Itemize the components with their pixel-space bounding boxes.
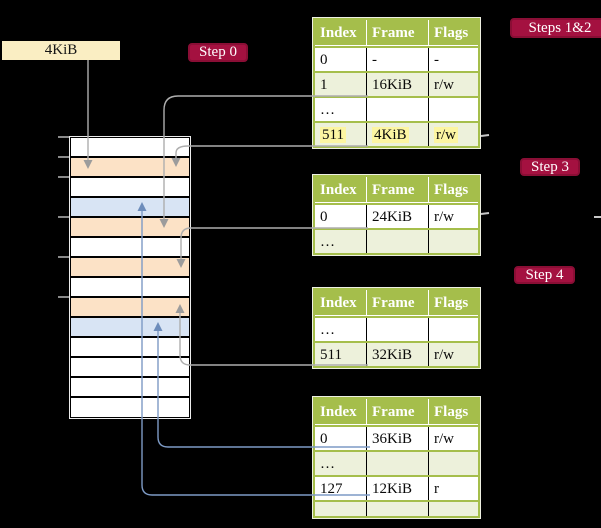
cell-flags: r/w: [429, 123, 478, 146]
cell-frame: 24KiB: [367, 205, 429, 228]
cell-index: 511: [315, 123, 367, 146]
table-row: …: [315, 228, 478, 253]
highlight-text: 4KiB: [372, 127, 409, 143]
memory-frame-row: [71, 198, 189, 218]
cell-flags: r: [434, 481, 439, 497]
cell-index: 0: [315, 205, 367, 228]
cell-frame: [367, 318, 429, 341]
memory-frame-row: [71, 278, 189, 298]
column-header-flags: Flags: [434, 295, 469, 311]
address-tick: [58, 256, 70, 258]
cell-index: …: [315, 230, 367, 253]
memory-frame-row: [71, 358, 189, 378]
cell-frame: -: [367, 48, 429, 71]
cell-frame: 16KiB: [367, 73, 429, 96]
table-header-row: Index Frame Flags: [315, 177, 478, 203]
memory-frame-row: [71, 258, 189, 278]
memory-frame-row: [71, 178, 189, 198]
memory-frame-row: [71, 238, 189, 258]
table-row: …: [315, 96, 478, 121]
memory-frame-row: [71, 158, 189, 178]
memory-frame-row: [71, 318, 189, 338]
column-header-index: Index: [315, 399, 367, 425]
address-tick: [58, 216, 70, 218]
highlight-text: 511: [320, 127, 346, 143]
leader-stub: [480, 134, 490, 137]
column-header-flags: Flags: [434, 404, 469, 420]
highlight-text: r/w: [434, 127, 458, 143]
memory-frame-row: [71, 398, 189, 416]
table-row: 0 24KiB r/w: [315, 203, 478, 228]
table-row: …: [315, 450, 478, 475]
table-row: 0 36KiB r/w: [315, 425, 478, 450]
cell-frame: 32KiB: [367, 343, 429, 366]
table-row: 1 16KiB r/w: [315, 71, 478, 96]
address-tick: [58, 156, 70, 158]
memory-frame-row: [71, 218, 189, 238]
page-table-level-2: Index Frame Flags 0 24KiB r/w …: [313, 175, 480, 255]
column-header-flags: Flags: [434, 25, 469, 41]
table-header-row: Index Frame Flags: [315, 290, 478, 316]
cell-index: …: [315, 98, 367, 121]
column-header-frame: Frame: [367, 177, 429, 203]
cell-frame: [367, 502, 429, 516]
cell-flags: r/w: [434, 77, 454, 93]
cell-index: …: [315, 452, 367, 475]
cell-flags: -: [434, 52, 439, 68]
cell-index: 1: [315, 73, 367, 96]
column-header-index: Index: [315, 290, 367, 316]
cell-frame: [367, 452, 429, 475]
cell-frame: 4KiB: [367, 123, 429, 146]
cell-frame: 36KiB: [367, 427, 429, 450]
cell-frame: [367, 230, 429, 253]
column-header-frame: Frame: [367, 399, 429, 425]
leader-stub: [480, 212, 490, 215]
column-header-frame: Frame: [367, 290, 429, 316]
badge-steps-1-2: Steps 1&2: [510, 18, 601, 38]
cell-index: …: [315, 502, 367, 516]
cell-index: 0: [315, 427, 367, 450]
address-tick: [58, 136, 70, 138]
cell-flags: r/w: [434, 209, 454, 225]
cell-index: …: [315, 318, 367, 341]
cell-index: 511: [315, 343, 367, 366]
address-tick: [58, 176, 70, 178]
table-row: 511 32KiB r/w: [315, 341, 478, 366]
cell-flags: [429, 98, 478, 121]
table-row-highlighted: 511 4KiB r/w: [315, 121, 478, 146]
physical-memory-column: [70, 137, 190, 418]
cell-frame: [367, 98, 429, 121]
page-table-level-3: Index Frame Flags … 511 32KiB r/w: [313, 288, 480, 368]
cell-flags: [429, 452, 478, 475]
column-header-index: Index: [315, 177, 367, 203]
badge-step-0: Step 0: [188, 43, 248, 62]
cell-index: 127: [315, 477, 367, 500]
table-row: …: [315, 500, 478, 516]
cell-flags: r/w: [434, 431, 454, 447]
cell-flags: [429, 230, 478, 253]
cell-flags: r/w: [434, 347, 454, 363]
root-pointer-box: 4KiB: [2, 41, 120, 60]
page-table-level-4: Index Frame Flags 0 36KiB r/w … 127 12Ki…: [313, 397, 480, 518]
badge-step-4: Step 4: [514, 266, 575, 284]
memory-frame-row: [71, 338, 189, 358]
table-header-row: Index Frame Flags: [315, 399, 478, 425]
table-row: 0 - -: [315, 46, 478, 71]
column-header-flags: Flags: [434, 182, 469, 198]
table-header-row: Index Frame Flags: [315, 20, 478, 46]
page-table-level-1: Index Frame Flags 0 - - 1 16KiB r/w … 51…: [313, 18, 480, 148]
table-row: …: [315, 316, 478, 341]
cell-frame: 12KiB: [367, 477, 429, 500]
memory-frame-row: [71, 138, 189, 158]
cell-flags: [429, 502, 478, 516]
cell-flags: [429, 318, 478, 341]
cell-index: 0: [315, 48, 367, 71]
badge-step-3: Step 3: [520, 158, 580, 176]
column-header-frame: Frame: [367, 20, 429, 46]
column-header-index: Index: [315, 20, 367, 46]
memory-frame-row: [71, 378, 189, 398]
address-tick: [58, 296, 70, 298]
memory-frame-row: [71, 298, 189, 318]
table-row: 127 12KiB r: [315, 475, 478, 500]
